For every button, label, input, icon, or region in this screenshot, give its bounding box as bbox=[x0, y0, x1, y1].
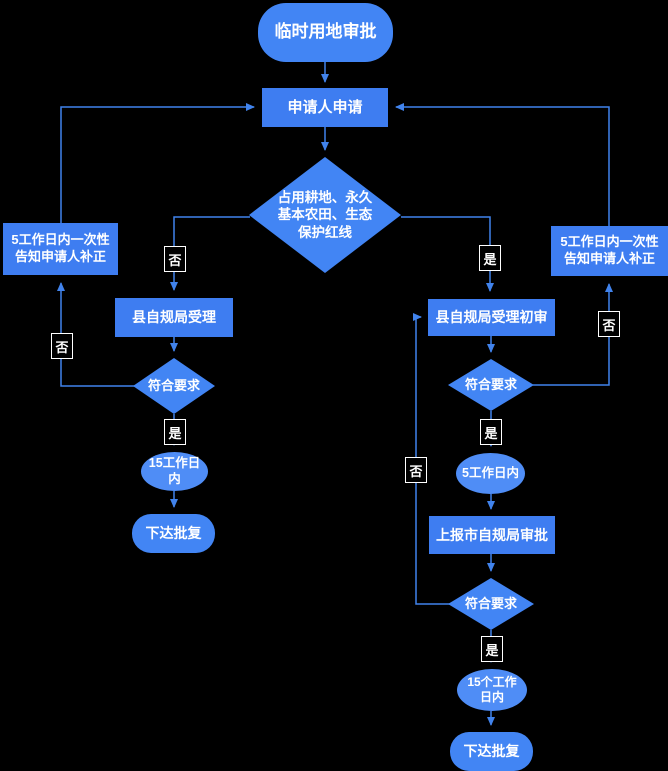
edge-label-no-meet-right2: 否 bbox=[405, 457, 427, 483]
decision-redline-line2: 基本农田、生态 bbox=[277, 207, 373, 223]
notify-left-line1: 5工作日内一次性 bbox=[11, 232, 110, 248]
days15-right-line1: 15个工作 bbox=[467, 675, 517, 689]
decision-redline-line1: 占用耕地、永久 bbox=[277, 189, 373, 205]
edge-label-no-meet-left: 否 bbox=[51, 333, 73, 359]
node-start: 临时用地审批 bbox=[258, 3, 393, 62]
notify-right-line1: 5工作日内一次性 bbox=[560, 234, 659, 250]
edge-notifyleft-apply bbox=[60, 103, 255, 223]
edge-notifyright-apply bbox=[395, 103, 610, 226]
edge-checkredline-yes-countyreview bbox=[401, 216, 494, 292]
node-days15-left: 15工作日 内 bbox=[141, 452, 208, 491]
edge-label-no-redline-left: 否 bbox=[164, 246, 186, 272]
decision-redline-line3: 保护红线 bbox=[298, 224, 352, 240]
edge-meetleft-no-notifyleft bbox=[57, 282, 135, 387]
edge-label-yes-meet-right2: 是 bbox=[481, 636, 503, 662]
node-notify-correction-right: 5工作日内一次性 告知申请人补正 bbox=[551, 226, 668, 276]
node-notify-correction-left: 5工作日内一次性 告知申请人补正 bbox=[3, 223, 118, 275]
edge-label-yes-redline-right: 是 bbox=[479, 245, 501, 271]
days15-left-line2: 内 bbox=[168, 471, 181, 486]
days15-left-line1: 15工作日 bbox=[148, 455, 201, 470]
node-days15-right: 15个工作 日内 bbox=[457, 669, 527, 711]
edge-label-yes-meet-left: 是 bbox=[164, 419, 186, 445]
days15-right-line2: 日内 bbox=[479, 690, 504, 704]
node-county-accept: 县自规局受理 bbox=[115, 298, 233, 337]
node-issue-approval-left: 下达批复 bbox=[132, 514, 215, 553]
node-days5-right: 5工作日内 bbox=[456, 453, 525, 494]
node-county-review: 县自规局受理初审 bbox=[428, 299, 555, 336]
node-applicant-apply: 申请人申请 bbox=[262, 88, 388, 127]
notify-right-line2: 告知申请人补正 bbox=[563, 251, 655, 266]
node-issue-approval-right: 下达批复 bbox=[450, 732, 533, 771]
notify-left-line2: 告知申请人补正 bbox=[14, 249, 106, 264]
edge-label-no-meet-right1: 否 bbox=[598, 311, 620, 337]
node-report-city-approval: 上报市自规局审批 bbox=[429, 516, 555, 554]
edge-label-yes-meet-right1: 是 bbox=[480, 419, 502, 445]
